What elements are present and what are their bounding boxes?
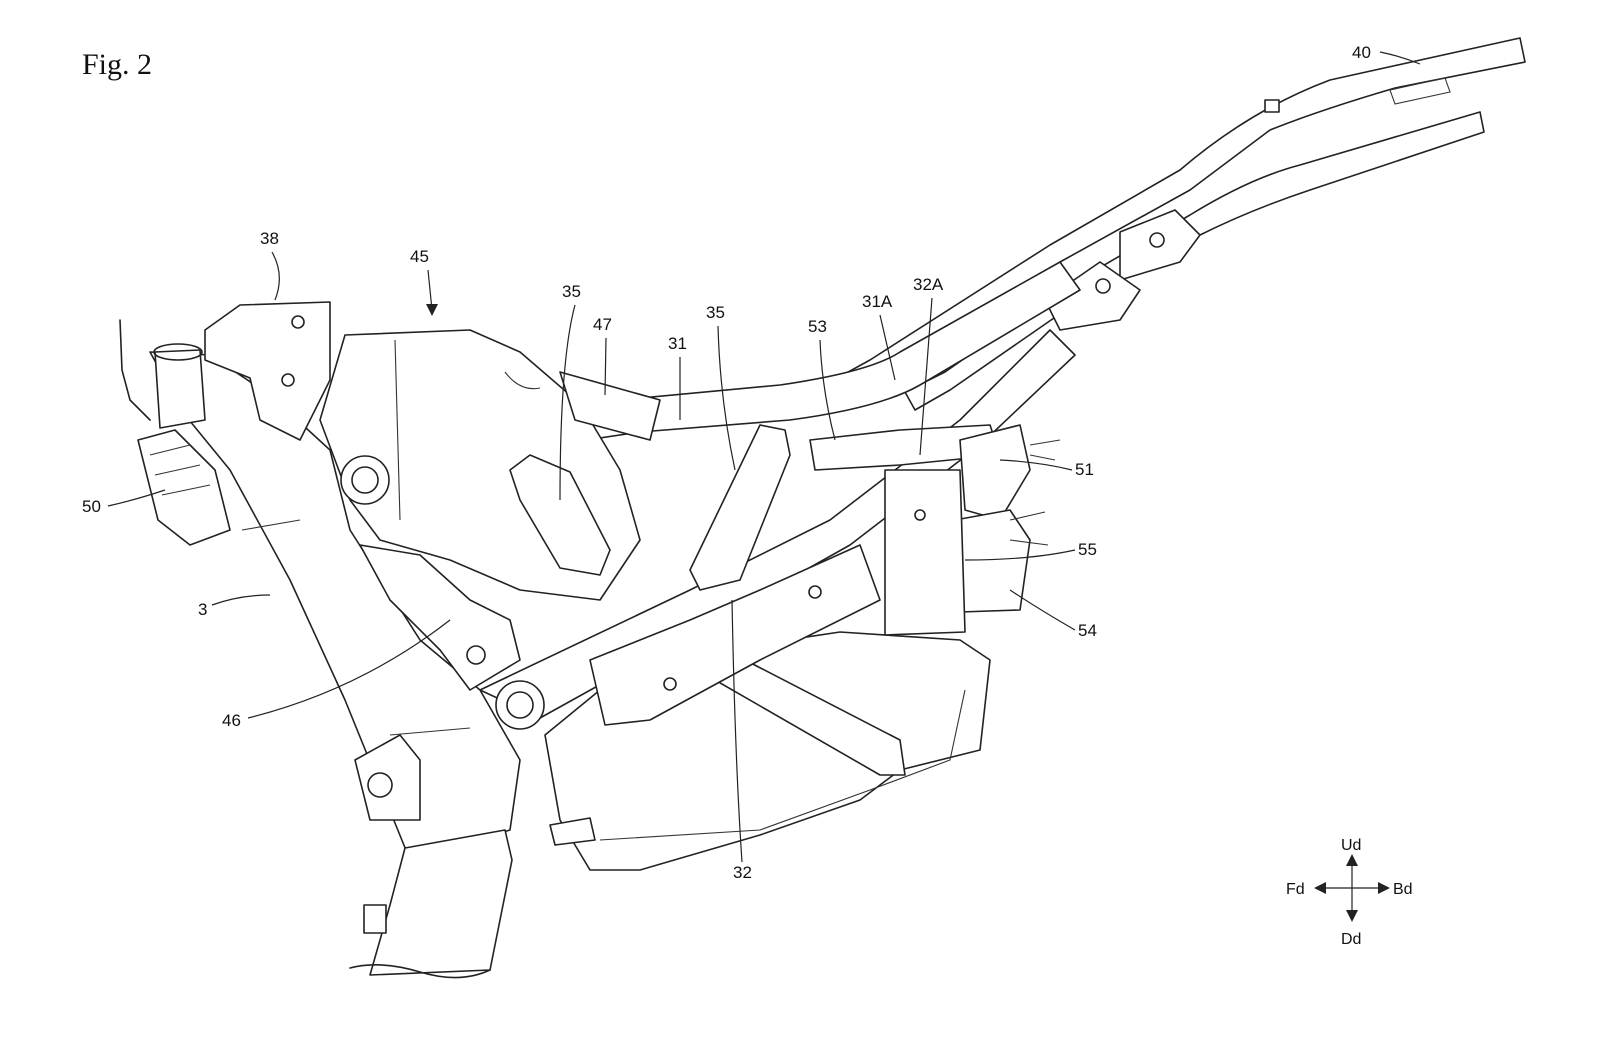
airbox-seam <box>394 339 401 521</box>
bracket-55-hole <box>914 509 926 521</box>
ref-label: 54 <box>1078 621 1097 640</box>
rail-tab <box>1264 99 1280 113</box>
seat-rail-lower <box>904 111 1485 411</box>
head-tube-top <box>153 343 203 361</box>
head-pipe-break-line <box>119 319 151 421</box>
ref-label: 40 <box>1352 43 1371 62</box>
ref-label: 47 <box>593 315 612 334</box>
leader-line <box>427 269 433 311</box>
leader-line <box>107 489 166 507</box>
frame-line-art <box>119 37 1526 979</box>
pivot-boss-lower <box>495 680 545 730</box>
frame-weld-line <box>241 519 301 531</box>
leader-arrowhead <box>426 304 438 316</box>
tray-pin <box>549 817 596 846</box>
pivot-boss-upper <box>340 455 390 505</box>
frame-weld-line <box>389 727 471 736</box>
ref-label: 31 <box>668 334 687 353</box>
engine-mount-46 <box>359 544 521 691</box>
leader-line <box>964 549 1076 561</box>
head-tube <box>154 349 206 429</box>
gusset-bolt-hole <box>808 585 822 599</box>
ref-label: 45 <box>410 247 429 266</box>
bracket-bolt-hole <box>291 315 305 329</box>
leader-line <box>919 297 933 456</box>
bracket-bolt-hole <box>281 373 295 387</box>
ref-label: 55 <box>1078 540 1097 559</box>
ref-label: 53 <box>808 317 827 336</box>
lower-break-line <box>349 964 491 979</box>
ref-label: 35 <box>706 303 725 322</box>
box-54-tabs <box>1009 511 1049 546</box>
bracket-55 <box>884 469 966 636</box>
lower-bracket <box>354 734 421 821</box>
lower-down-tube <box>369 829 513 976</box>
front-arrowhead <box>1314 882 1326 894</box>
ref-label: 35 <box>562 282 581 301</box>
direction-back-label: Bd <box>1393 881 1413 898</box>
leader-line <box>247 619 451 719</box>
direction-up-label: Ud <box>1341 837 1361 854</box>
leader-line <box>604 337 607 396</box>
box-54 <box>954 509 1031 613</box>
leader-line <box>1009 589 1076 631</box>
leader-line <box>211 594 271 606</box>
intake-50 <box>137 429 231 546</box>
ref-label: 3 <box>198 600 207 619</box>
gusset-bolt-hole <box>663 677 677 691</box>
direction-front-label: Fd <box>1286 881 1305 898</box>
ref-label: 46 <box>222 711 241 730</box>
leader-line <box>271 251 280 301</box>
rail-end-cap <box>1389 77 1451 105</box>
leader-line <box>1379 51 1421 65</box>
ref-label: 32A <box>913 275 944 294</box>
intake-ribs <box>149 444 211 496</box>
tray-inner-edge <box>599 689 966 841</box>
brace-35-right <box>689 424 791 591</box>
up-arrowhead <box>1346 854 1358 866</box>
leader-line <box>999 459 1073 471</box>
component-47 <box>559 371 661 441</box>
gusset-bolt-hole <box>1149 232 1165 248</box>
rail-gusset-upper <box>1119 209 1201 281</box>
gusset-bolt-hole <box>1095 278 1111 294</box>
down-arrowhead <box>1346 910 1358 922</box>
leader-line <box>819 339 836 441</box>
leader-line <box>731 599 743 863</box>
ref-label: 32 <box>733 863 752 882</box>
mount-bolt-hole <box>466 645 486 665</box>
ref-label: 38 <box>260 229 279 248</box>
leader-line <box>717 325 736 471</box>
component-51-tabs <box>1029 439 1061 461</box>
airbox-seam <box>504 371 541 390</box>
lower-bracket-hole <box>367 772 393 798</box>
leader-line <box>559 304 576 501</box>
component-51 <box>959 424 1031 521</box>
back-arrowhead <box>1378 882 1390 894</box>
down-frame-gusset <box>589 544 881 726</box>
rail-gusset-lower <box>1044 261 1141 331</box>
reference-numerals: 40 38 45 35 47 35 31 53 31A 32A 51 50 55… <box>82 43 1421 882</box>
bracket-38 <box>204 301 331 441</box>
brace-35-left <box>509 454 611 576</box>
direction-down-label: Dd <box>1341 931 1361 948</box>
direction-legend: Ud Dd Fd Bd <box>1286 837 1413 948</box>
ref-label: 31A <box>862 292 893 311</box>
leader-line <box>879 314 896 381</box>
small-clip <box>363 904 387 934</box>
ref-label: 50 <box>82 497 101 516</box>
figure-title: Fig. 2 <box>82 48 152 81</box>
ref-label: 51 <box>1075 460 1094 479</box>
